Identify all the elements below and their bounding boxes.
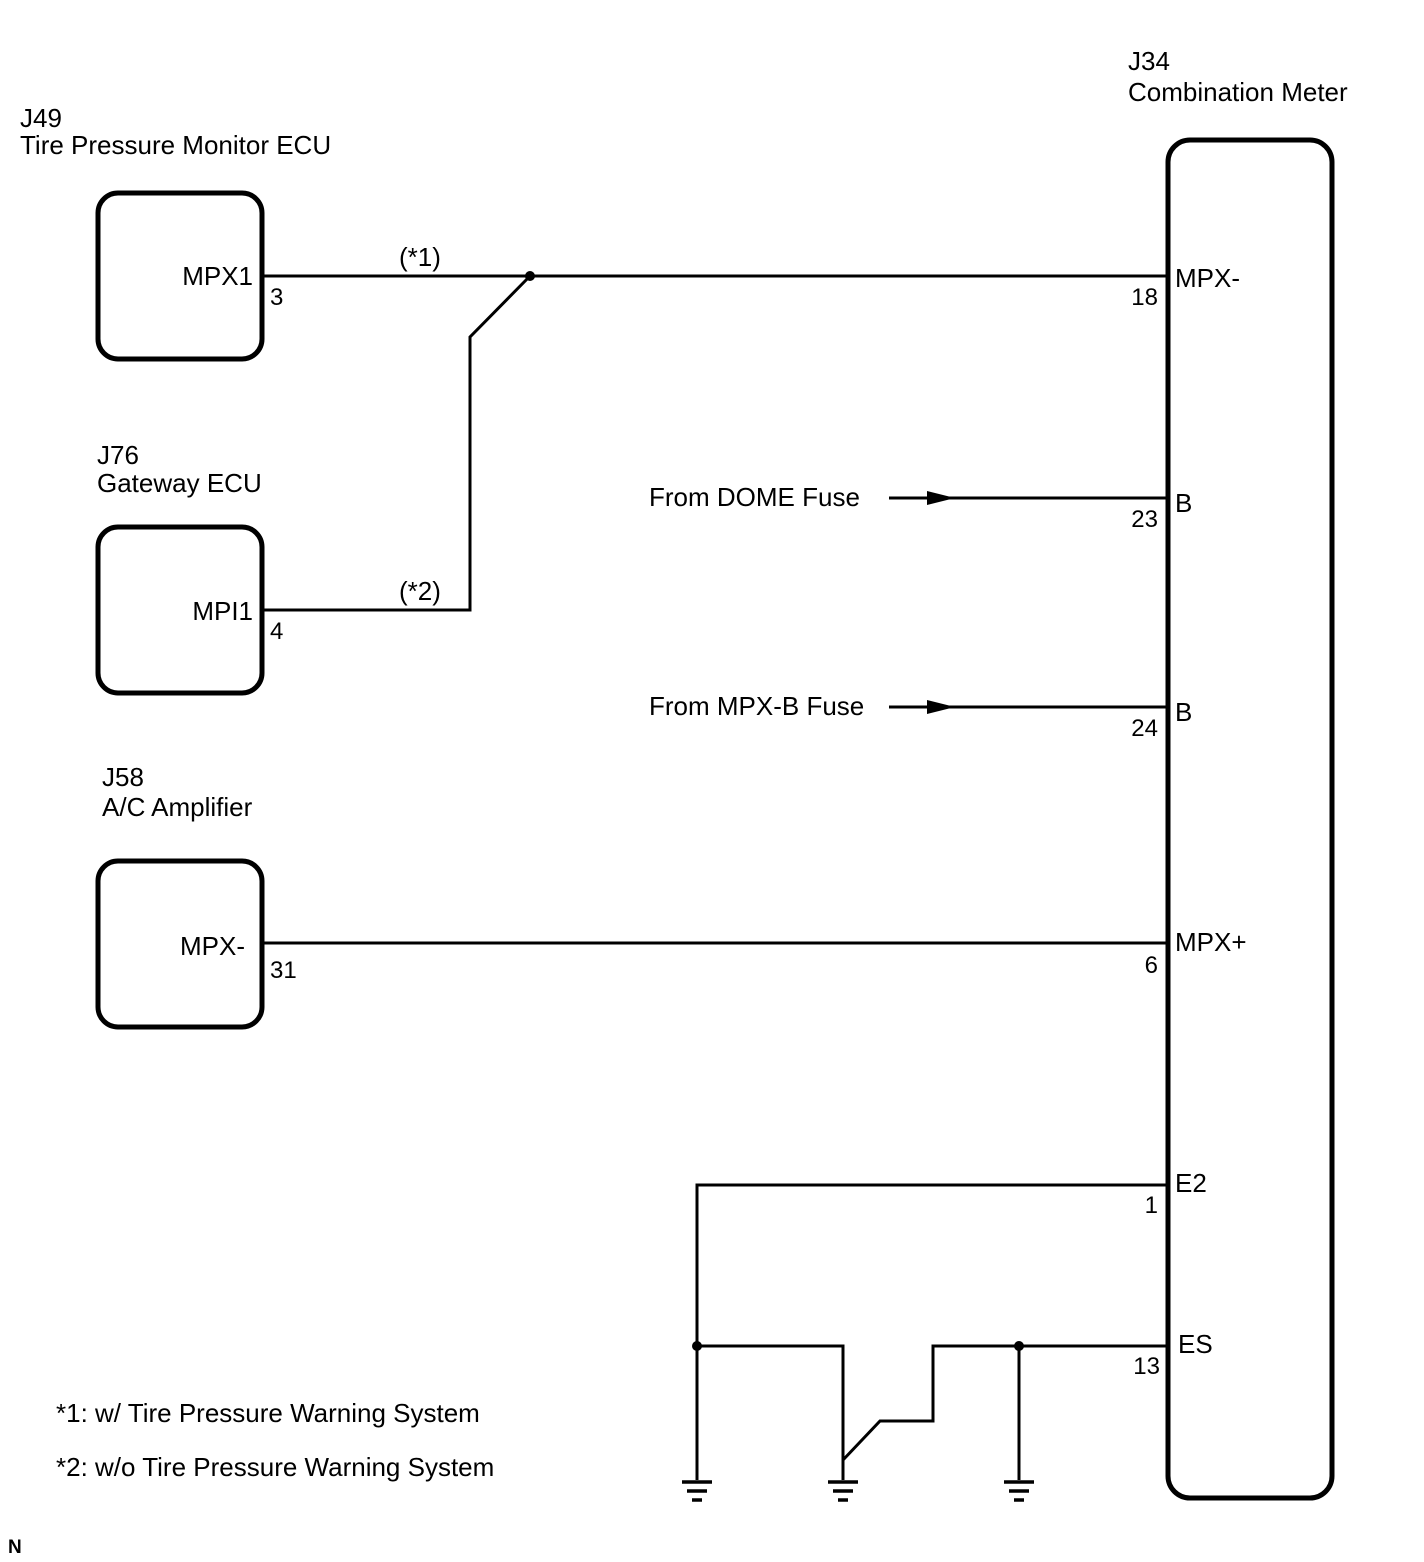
meter-pin-name-b-mpxb: B — [1175, 697, 1192, 727]
wire-note-2: (*2) — [399, 576, 441, 606]
meter-name: Combination Meter — [1128, 77, 1348, 107]
tpms-name: Tire Pressure Monitor ECU — [20, 130, 331, 160]
tpms-code: J49 — [20, 103, 62, 133]
ac-amp-pin-number: 31 — [270, 957, 297, 984]
meter-pin-number-13: 13 — [1133, 1353, 1160, 1380]
tpms-pin-name: MPX1 — [182, 261, 253, 291]
gateway-code: J76 — [97, 440, 139, 470]
corner-mark: N — [8, 1537, 22, 1558]
meter-pin-number-24: 24 — [1131, 715, 1158, 742]
meter-pin-number-23: 23 — [1131, 506, 1158, 533]
meter-pin-name-b-dome: B — [1175, 488, 1192, 518]
meter-pin-number-18: 18 — [1131, 284, 1158, 311]
wires: (*1) (*2) From DOME Fuse From MPX-B Fuse — [262, 242, 1168, 1480]
wire-ground-link — [697, 1344, 845, 1480]
wire-e2-ground — [695, 1183, 1168, 1480]
ac-amplifier: J58 A/C Amplifier MPX- 31 — [95, 762, 297, 1030]
splice-dot-ground-right — [1014, 1341, 1024, 1351]
wire-mpi1-branch — [262, 274, 532, 612]
ac-amp-name: A/C Amplifier — [102, 792, 253, 822]
meter-pin-name-e2: E2 — [1175, 1168, 1207, 1198]
gateway-pin-name: MPI1 — [192, 596, 253, 626]
ac-amp-code: J58 — [102, 762, 144, 792]
combination-meter: J34 Combination Meter MPX- 18 B 23 B 24 … — [1128, 46, 1348, 1501]
fuse-source-dome: From DOME Fuse — [649, 482, 860, 512]
footnote-1: *1: w/ Tire Pressure Warning System — [56, 1398, 480, 1428]
meter-code: J34 — [1128, 46, 1170, 76]
splice-dot-ground-left — [692, 1341, 702, 1351]
meter-box — [1165, 137, 1335, 1501]
ground-symbol-icon — [1004, 1480, 1034, 1502]
meter-pin-number-6: 6 — [1145, 952, 1158, 979]
meter-pin-name-mpx-minus: MPX- — [1175, 263, 1240, 293]
meter-pin-name-mpx-plus: MPX+ — [1175, 927, 1247, 957]
tpms-pin-number: 3 — [270, 284, 283, 311]
ground-symbol-icon — [828, 1480, 858, 1502]
meter-pin-name-es: ES — [1178, 1329, 1213, 1359]
gateway-pin-number: 4 — [270, 618, 283, 645]
wire-es-ground — [841, 1344, 1168, 1462]
gateway-name: Gateway ECU — [97, 468, 262, 498]
arrow-mpxb-icon — [927, 700, 955, 714]
wire-note-1: (*1) — [399, 242, 441, 272]
arrow-dome-icon — [927, 491, 955, 505]
footnote-2: *2: w/o Tire Pressure Warning System — [56, 1452, 494, 1482]
ground-symbol-icon — [682, 1480, 712, 1502]
gateway-ecu: J76 Gateway ECU MPI1 4 — [95, 440, 283, 696]
tpms-ecu: J49 Tire Pressure Monitor ECU MPX1 3 — [20, 103, 331, 362]
ac-amp-pin-name: MPX- — [180, 931, 245, 961]
meter-pin-number-1: 1 — [1145, 1192, 1158, 1219]
fuse-source-mpxb: From MPX-B Fuse — [649, 691, 864, 721]
